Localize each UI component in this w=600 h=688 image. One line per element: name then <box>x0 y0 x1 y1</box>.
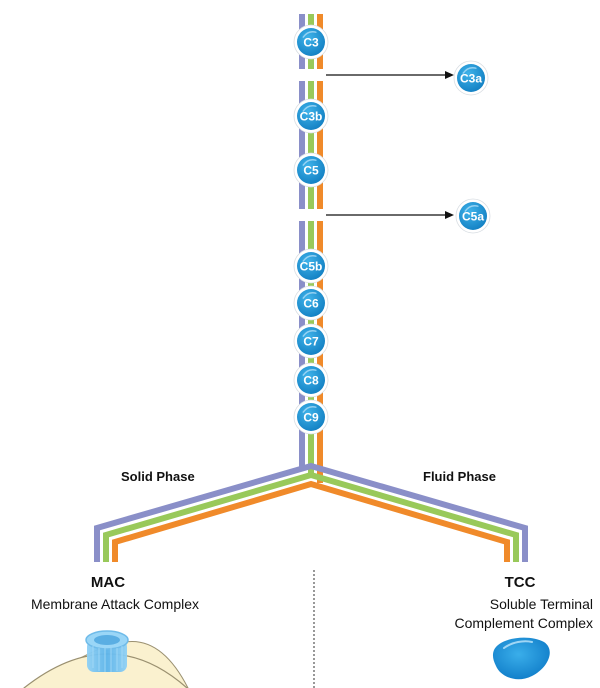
arrowhead-c5a <box>445 211 454 219</box>
node-c3a-highlight <box>462 66 477 74</box>
node-c8-highlight <box>302 368 317 376</box>
cleavage-arrows <box>326 71 454 219</box>
node-c6-label: C6 <box>303 297 319 311</box>
tcc-title: TCC <box>504 574 536 591</box>
stem-orange-mid <box>317 81 323 209</box>
node-c5-label: C5 <box>303 164 319 178</box>
node-c5: C5 <box>293 152 329 188</box>
node-c9-label: C9 <box>303 411 319 425</box>
stem-green-mid <box>308 81 314 209</box>
solid-phase-label: Solid Phase <box>121 469 195 484</box>
cleavage-mark-c3 <box>299 72 323 78</box>
node-c8: C8 <box>293 362 329 398</box>
node-c3b-label: C3b <box>300 110 323 124</box>
node-c5b-label: C5b <box>300 260 323 274</box>
node-c5b-highlight <box>302 254 317 262</box>
mac-pore-icon <box>85 630 129 672</box>
node-c3a-label: C3a <box>460 72 482 86</box>
cleavage-mark-c5 <box>299 212 323 218</box>
branch-orange <box>112 480 510 562</box>
node-c5a-label: C5a <box>462 210 484 224</box>
branch-green <box>103 471 519 562</box>
node-c5a: C5a <box>455 198 491 234</box>
node-c7-label: C7 <box>303 335 319 349</box>
node-c5-highlight <box>302 158 317 166</box>
cleavage-marks <box>299 72 323 218</box>
tcc-subtitle-line1: Soluble Terminal <box>489 596 593 612</box>
node-c5b: C5b <box>293 248 329 284</box>
node-c9-highlight <box>302 405 317 413</box>
node-c3b-highlight <box>302 104 317 112</box>
node-c3-label: C3 <box>303 36 319 50</box>
mac-subtitle: Membrane Attack Complex <box>30 596 200 612</box>
branch-purple <box>94 462 528 562</box>
node-c5a-highlight <box>464 204 479 212</box>
node-c3b: C3b <box>293 98 329 134</box>
fluid-phase-label: Fluid Phase <box>423 469 496 484</box>
stem-purple-mid <box>299 81 305 209</box>
node-c3-highlight <box>302 30 317 38</box>
node-c3: C3 <box>293 24 329 60</box>
branch-stripes <box>94 462 528 562</box>
mac-illustration <box>22 630 189 688</box>
node-c9: C9 <box>293 399 329 435</box>
tcc-blob-icon <box>492 637 550 680</box>
node-c7-highlight <box>302 329 317 337</box>
node-c7: C7 <box>293 323 329 359</box>
tcc-subtitle-line2: Complement Complex <box>454 615 594 631</box>
node-c6: C6 <box>293 285 329 321</box>
node-c8-label: C8 <box>303 374 319 388</box>
arrowhead-c3a <box>445 71 454 79</box>
mac-title: MAC <box>90 574 126 591</box>
node-c6-highlight <box>302 291 317 299</box>
node-c3a: C3a <box>453 60 489 96</box>
